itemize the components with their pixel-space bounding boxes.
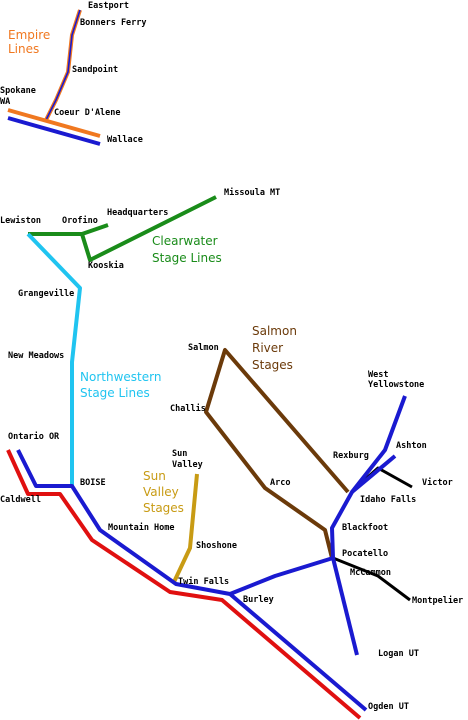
town-mccammon: McCammon xyxy=(350,568,391,578)
town-blackfoot: Blackfoot xyxy=(342,523,388,533)
blue-pocatello-logan-line xyxy=(331,557,359,656)
town-lewiston: Lewiston xyxy=(0,215,41,226)
town-ashton: Ashton xyxy=(396,441,427,451)
town-spokane: Spokane WA xyxy=(0,86,41,107)
clearwater-route-line xyxy=(28,195,217,262)
clearwater-headquarters-spur xyxy=(81,223,109,236)
town-ogden: Ogden UT xyxy=(368,702,409,712)
legend-empire: Empire Lines xyxy=(8,28,54,56)
legend-clearwater: Clearwater Stage Lines xyxy=(152,234,222,265)
montpelier-route-line xyxy=(332,556,411,602)
town-burley: Burley xyxy=(243,595,274,605)
town-ontario: Ontario OR xyxy=(8,431,60,442)
blue-idahofalls-ashton-line xyxy=(350,454,397,494)
town-victor: Victor xyxy=(422,477,453,488)
town-coeur-dalene: Coeur D'Alene xyxy=(54,108,121,118)
legend-sun-valley: Sun Valley Stages xyxy=(143,469,184,515)
town-missoula: Missoula MT xyxy=(224,187,280,198)
town-headquarters: Headquarters xyxy=(107,208,168,218)
town-eastport: Eastport xyxy=(88,1,129,11)
red-main-route-line xyxy=(6,449,362,720)
town-caldwell: Caldwell xyxy=(0,495,41,505)
town-grangeville: Grangeville xyxy=(18,288,74,299)
town-pocatello: Pocatello xyxy=(342,549,388,559)
town-challis: Challis xyxy=(170,403,206,414)
blue-twinfalls-pocatello-line xyxy=(229,556,334,596)
town-wallace: Wallace xyxy=(107,135,143,145)
town-sun-valley: Sun Valley xyxy=(172,449,203,470)
town-bonners-ferry: Bonners Ferry xyxy=(80,18,147,28)
town-shoshone: Shoshone xyxy=(196,541,237,551)
town-idaho-falls: Idaho Falls xyxy=(360,495,416,505)
town-boise: BOISE xyxy=(80,478,106,488)
town-kooskia: Kooskia xyxy=(88,260,124,271)
town-montpelier: Montpelier xyxy=(412,595,463,606)
town-twin-falls: Twin Falls xyxy=(178,576,229,587)
salmon-river-route-line xyxy=(204,348,350,559)
legend-salmon-river: Salmon River Stages xyxy=(252,324,301,372)
blue-spokane-wallace-line xyxy=(7,116,101,146)
town-orofino: Orofino xyxy=(62,215,98,226)
town-rexburg: Rexburg xyxy=(333,451,369,461)
northwestern-route-line xyxy=(26,232,82,486)
town-arco: Arco xyxy=(270,478,290,488)
northern-blue-route-inner xyxy=(45,9,81,121)
town-logan: Logan UT xyxy=(378,649,419,659)
sun-valley-route-line xyxy=(172,473,199,583)
empire-spokane-wallace-line xyxy=(7,108,101,138)
town-new-meadows: New Meadows xyxy=(8,351,64,361)
town-west-yellowstone: West Yellowstone xyxy=(368,370,424,390)
town-sandpoint: Sandpoint xyxy=(72,64,118,75)
legend-northwestern: Northwestern Stage Lines xyxy=(80,370,165,400)
town-mountain-home: Mountain Home xyxy=(108,522,175,533)
town-salmon: Salmon xyxy=(188,343,219,353)
